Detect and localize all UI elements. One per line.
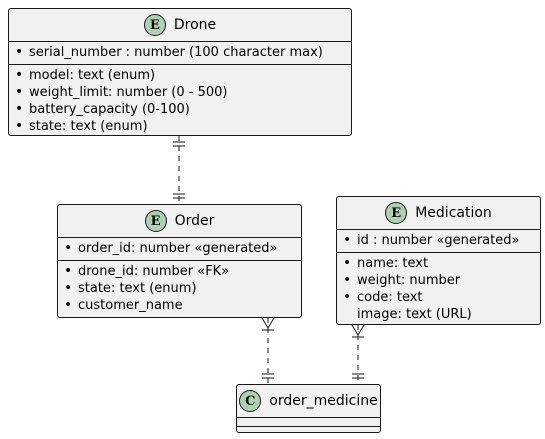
divider — [337, 252, 540, 253]
key-attribute: •order_id: number «generated» — [64, 240, 278, 256]
entity-header: E Medication — [337, 197, 540, 229]
entity-badge-icon: E — [143, 14, 166, 36]
divider — [58, 237, 301, 238]
divider — [337, 229, 540, 230]
entity-header: E Drone — [9, 9, 351, 41]
exactly-one-marker-order-medicine-left — [262, 373, 274, 379]
attribute: •weight: number — [343, 272, 461, 288]
entity-name: Order — [174, 213, 215, 229]
attribute: •battery_capacity (0-100) — [15, 101, 190, 117]
divider — [9, 41, 351, 42]
attribute: image: text (URL) — [357, 307, 472, 322]
attribute: •state: text (enum) — [64, 280, 197, 296]
key-attribute: •serial_number : number (100 character m… — [15, 44, 323, 60]
class-name: order_medicine — [269, 393, 378, 409]
attribute: •customer_name — [64, 297, 183, 313]
divider — [58, 260, 301, 261]
attribute: •name: text — [343, 255, 429, 271]
entity-name: Medication — [415, 205, 492, 221]
exactly-one-marker-order-top — [173, 193, 185, 199]
empty-section — [237, 418, 380, 426]
divider — [237, 426, 380, 427]
entity-medication: E Medication •id : number «generated» •n… — [336, 196, 541, 325]
exactly-one-marker-order-medicine-right — [352, 373, 364, 379]
attribute: •code: text — [343, 289, 423, 305]
class-header: C order_medicine — [237, 385, 380, 417]
exactly-one-marker-drone — [173, 141, 185, 147]
key-attribute: •id : number «generated» — [343, 232, 520, 248]
attribute: •state: text (enum) — [15, 118, 148, 134]
entity-order: E Order •order_id: number «generated» •d… — [57, 204, 302, 318]
divider — [9, 64, 351, 65]
key-section: •serial_number : number (100 character m… — [9, 42, 351, 64]
entity-name: Drone — [173, 17, 217, 33]
key-section: •id : number «generated» — [337, 230, 540, 252]
attribute-section: •name: text •weight: number •code: text … — [337, 253, 540, 326]
attribute: •drone_id: number «FK» — [64, 263, 230, 279]
key-section: •order_id: number «generated» — [58, 238, 301, 260]
attribute: •weight_limit: number (0 - 500) — [15, 84, 228, 100]
attribute-section: •model: text (enum) •weight_limit: numbe… — [9, 65, 351, 138]
attribute-section: •drone_id: number «FK» •state: text (enu… — [58, 261, 301, 317]
entity-header: E Order — [58, 205, 301, 237]
class-order-medicine: C order_medicine — [236, 384, 381, 433]
one-or-many-marker-order — [261, 317, 275, 331]
entity-badge-icon: E — [144, 210, 167, 232]
entity-badge-icon: E — [385, 202, 408, 224]
attribute: •model: text (enum) — [15, 67, 156, 83]
entity-drone: E Drone •serial_number : number (100 cha… — [8, 8, 352, 136]
class-badge-icon: C — [239, 390, 262, 412]
one-or-many-marker-medication — [351, 324, 365, 338]
divider — [237, 417, 380, 418]
